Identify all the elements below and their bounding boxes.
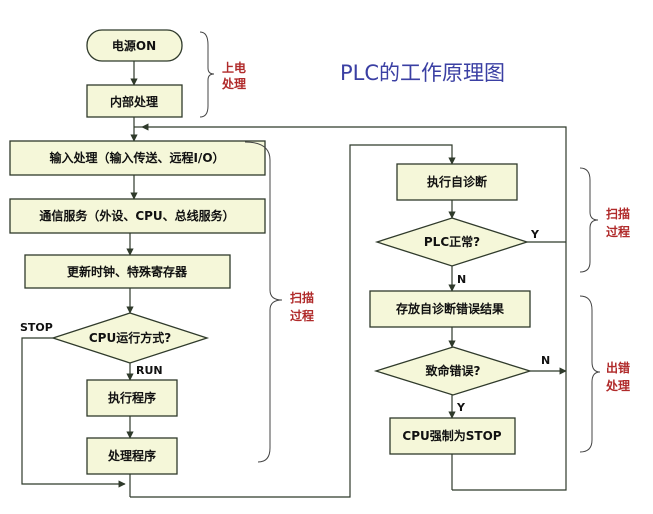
force-stop-label: CPU强制为STOP	[402, 428, 501, 443]
brace-power-up	[199, 31, 215, 118]
clock-update-label: 更新时钟、特殊寄存器	[67, 264, 188, 279]
store-error-node	[369, 290, 531, 328]
side-label-error-1: 出错	[606, 360, 630, 375]
edge-label-run: RUN	[136, 364, 163, 377]
edge-label-fatal-y: Y	[456, 401, 466, 414]
process-program-label: 处理程序	[107, 448, 156, 463]
input-process-label: 输入处理（输入传送、远程I/O）	[49, 150, 224, 165]
fatal-error-label: 致命错误?	[426, 363, 481, 378]
edge-label-fatal-n: N	[541, 354, 550, 367]
brace-scan-right	[579, 167, 599, 273]
brace-error	[579, 295, 601, 453]
edge-label-plcok-n: N	[457, 273, 466, 286]
side-label-scan-right-2: 过程	[606, 224, 630, 239]
edge-return-loop	[141, 123, 567, 491]
side-label-power-up-1: 上电	[222, 60, 246, 75]
internal-process-node	[86, 84, 183, 118]
comm-service-node	[9, 198, 266, 234]
side-label-scan-left-1: 扫描	[290, 290, 314, 305]
edge-bottom-to-selfdiag	[130, 144, 456, 498]
brace-scan-left	[244, 141, 283, 463]
diagram-title: PLC的工作原理图	[340, 61, 505, 85]
process-program-node	[86, 437, 178, 475]
clock-update-node	[24, 254, 231, 289]
self-diagnosis-node	[396, 163, 518, 201]
internal-process-label: 内部处理	[110, 94, 158, 109]
side-label-power-up-2: 处理	[221, 76, 246, 91]
fatal-error-decision	[373, 346, 533, 396]
side-label-error-2: 处理	[605, 378, 630, 393]
execute-program-node	[86, 379, 178, 417]
execute-program-label: 执行程序	[108, 390, 156, 405]
side-label-scan-right-1: 扫描	[606, 206, 630, 221]
store-error-label: 存放自诊断错误结果	[395, 301, 504, 316]
plc-normal-label: PLC正常?	[424, 234, 480, 249]
edge-stop-bypass	[21, 337, 126, 488]
edge-label-plcok-y: Y	[530, 228, 540, 241]
self-diagnosis-label: 执行自诊断	[427, 174, 487, 189]
cpu-mode-label: CPU运行方式?	[89, 330, 171, 345]
comm-service-label: 通信服务（外设、CPU、总线服务）	[39, 208, 234, 223]
side-label-scan-left-2: 过程	[290, 308, 314, 323]
power-on-label: 电源ON	[112, 38, 156, 53]
edge-label-stop: STOP	[20, 321, 53, 334]
